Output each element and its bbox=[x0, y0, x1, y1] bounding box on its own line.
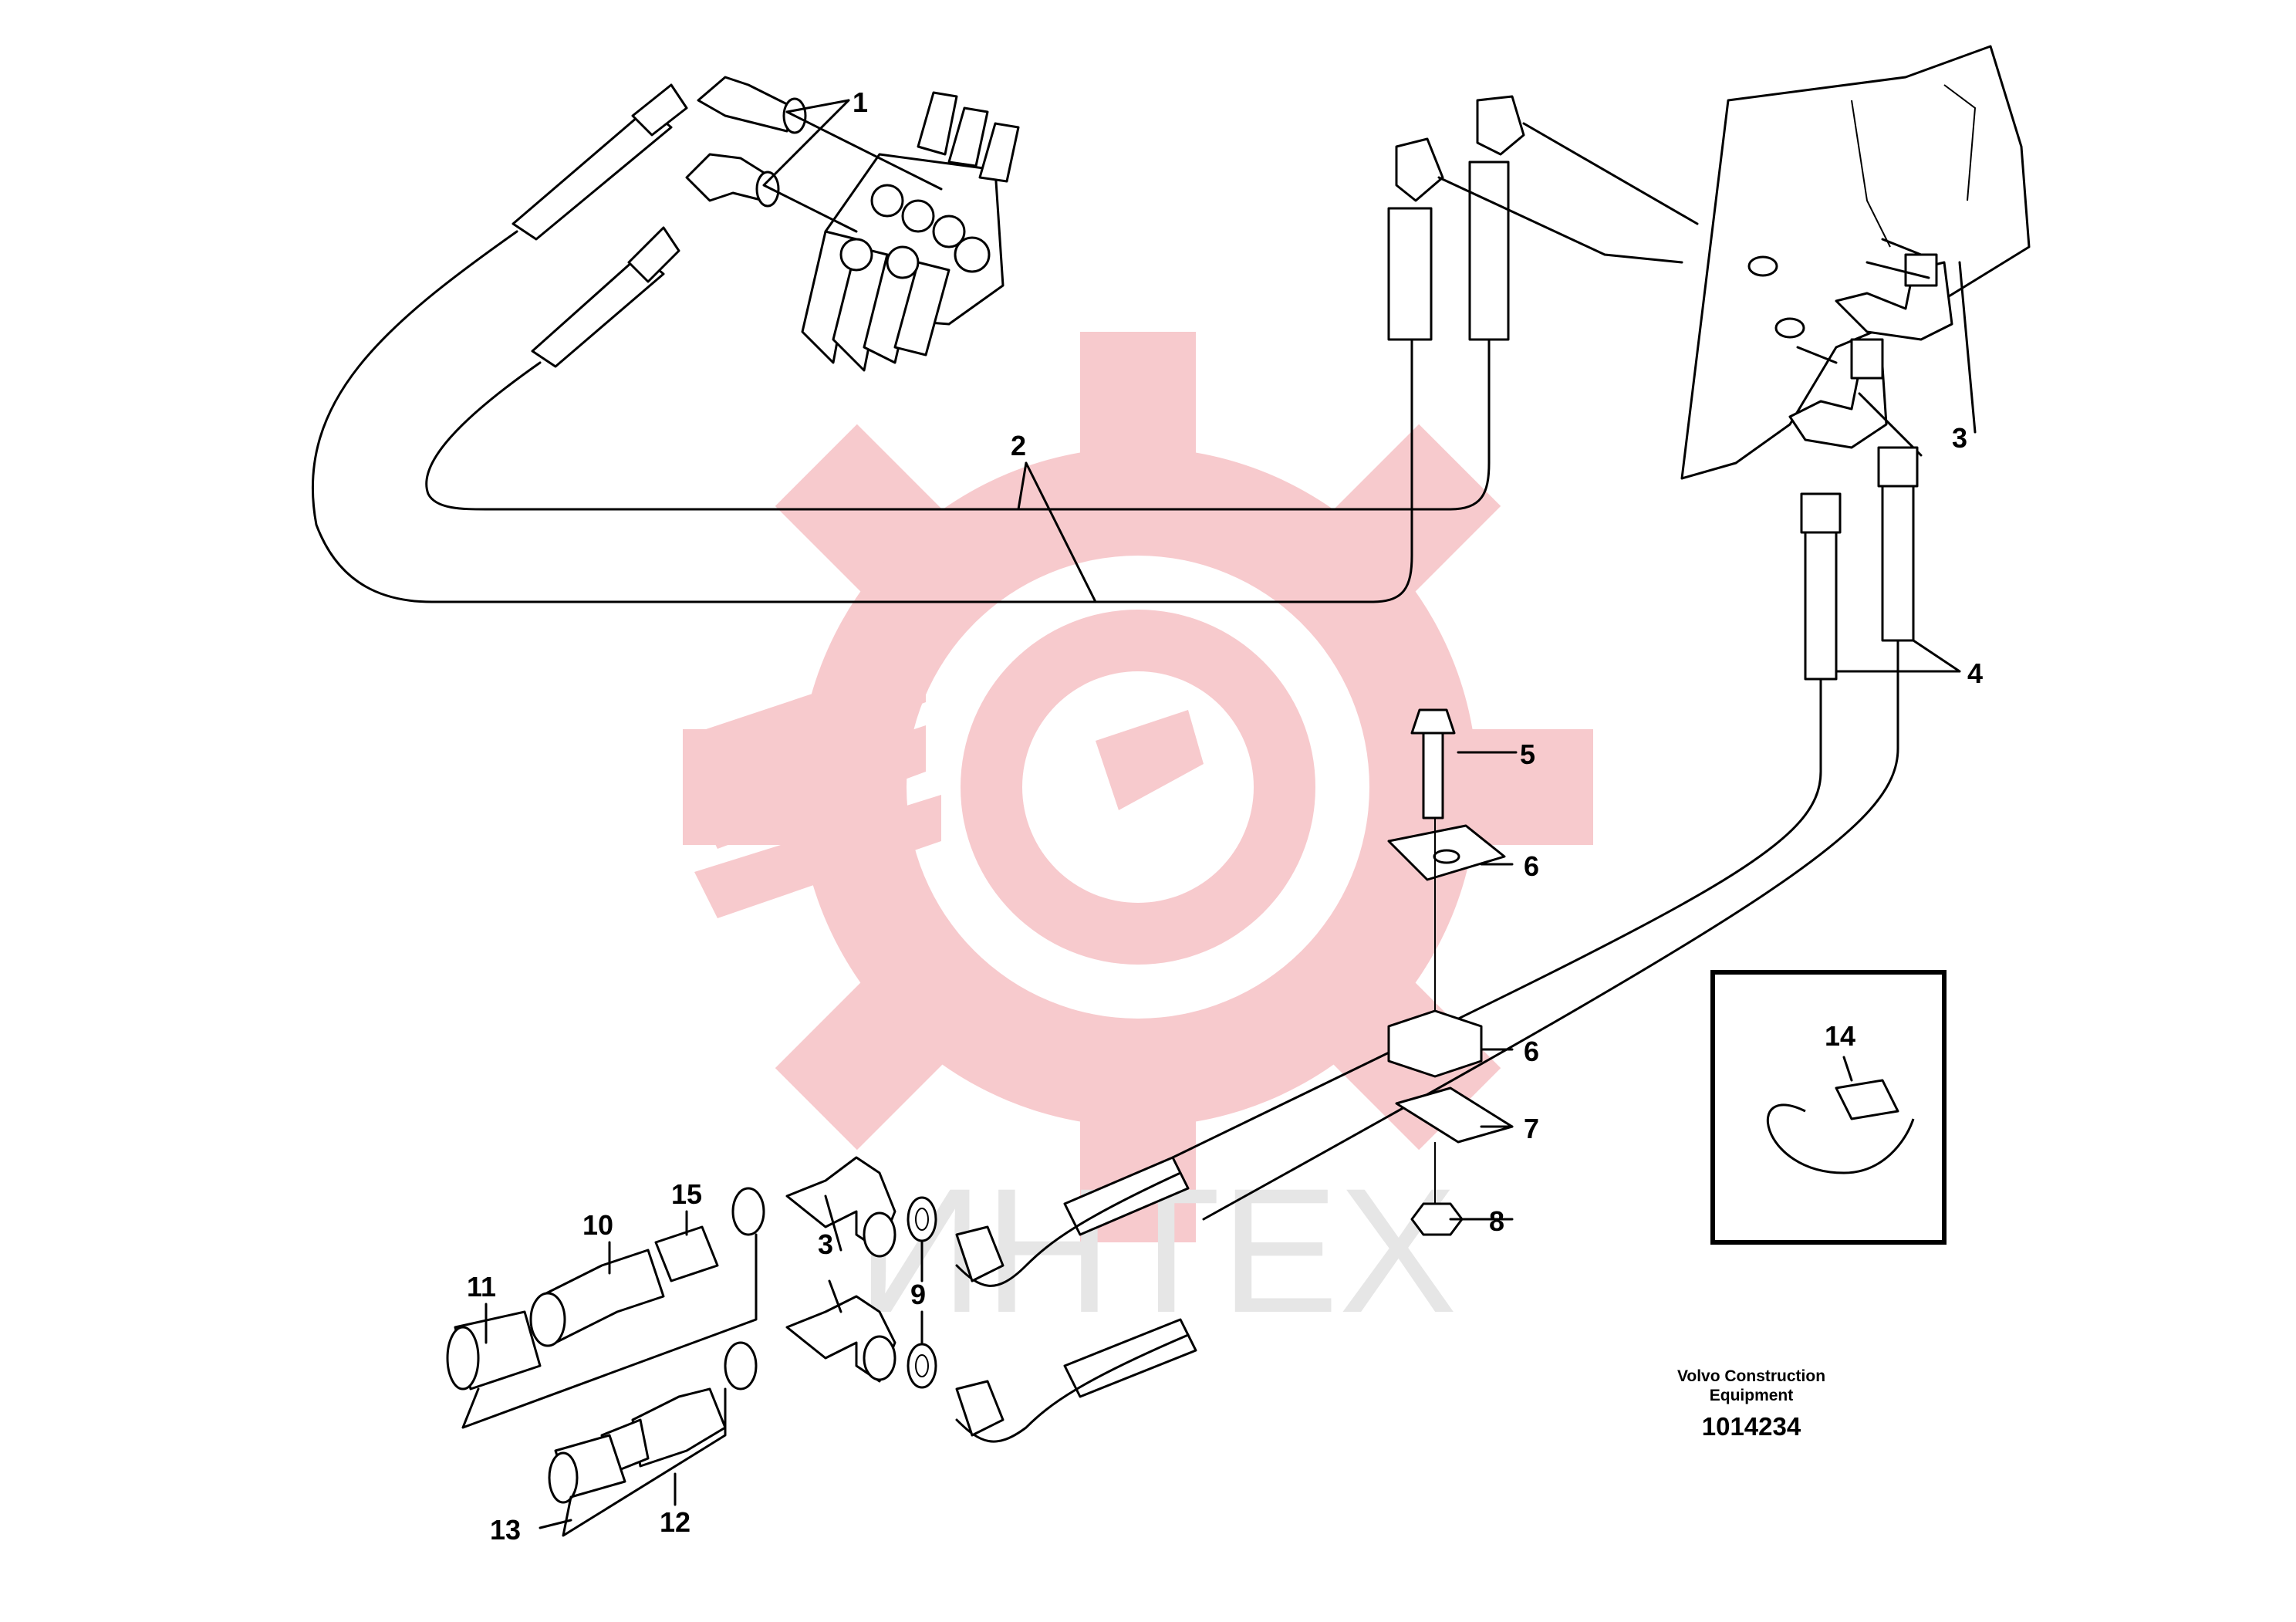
callout-3-lower: 3 bbox=[818, 1228, 833, 1260]
clamp-6-lower bbox=[1387, 1009, 1483, 1078]
elbow-3-lower-b bbox=[785, 1295, 896, 1383]
elbow-fitting-lower bbox=[685, 153, 780, 208]
callout-1: 1 bbox=[853, 86, 868, 118]
hose-pair-4 bbox=[1800, 446, 1919, 681]
o-ring-lower bbox=[724, 1341, 758, 1391]
coupling-12 bbox=[600, 1387, 727, 1475]
callout-14: 14 bbox=[1825, 1020, 1855, 1052]
cable-tie-14 bbox=[1766, 1079, 1915, 1174]
control-valve bbox=[801, 91, 1020, 372]
elbow-fitting-upper bbox=[697, 76, 807, 134]
caption-maker-line2: Equipment bbox=[1710, 1387, 1794, 1404]
hose-fitting-a bbox=[955, 1225, 1004, 1282]
callout-3-upper: 3 bbox=[1952, 422, 1967, 454]
washer-9-lower bbox=[907, 1343, 937, 1389]
nut-8 bbox=[1410, 1202, 1464, 1236]
coupling-10 bbox=[529, 1249, 665, 1347]
hose-end-middle-a bbox=[1387, 137, 1444, 341]
washer-9-upper bbox=[907, 1196, 937, 1242]
hose-fitting-b bbox=[955, 1380, 1004, 1437]
bolt-5 bbox=[1410, 708, 1456, 819]
callout-6-lower: 6 bbox=[1524, 1036, 1539, 1067]
o-ring-15-upper bbox=[731, 1187, 765, 1236]
callout-15: 15 bbox=[671, 1178, 702, 1210]
callout-9: 9 bbox=[910, 1279, 926, 1310]
callout-6-upper: 6 bbox=[1524, 850, 1539, 882]
hose-end-upper bbox=[512, 83, 688, 241]
elbow-3-lower-a bbox=[785, 1156, 896, 1258]
caption-maker-line1: Volvo Construction bbox=[1677, 1367, 1825, 1385]
callout-2: 2 bbox=[1011, 430, 1026, 461]
callout-13: 13 bbox=[490, 1514, 521, 1546]
hose-end-lower bbox=[531, 226, 680, 368]
dust-cap-13 bbox=[548, 1434, 626, 1504]
callout-8: 8 bbox=[1489, 1205, 1504, 1237]
hose-end-middle-b bbox=[1468, 95, 1525, 341]
elbow-fitting-right-b bbox=[1788, 338, 1888, 449]
frame-panel bbox=[1680, 45, 2031, 480]
inset-frame bbox=[1710, 970, 1947, 1245]
watermark-logo: ИНТЕХ bbox=[683, 332, 1593, 1350]
callout-4: 4 bbox=[1967, 657, 1983, 689]
callout-12: 12 bbox=[660, 1506, 690, 1538]
callout-5: 5 bbox=[1520, 738, 1535, 770]
dust-cap-11 bbox=[446, 1310, 542, 1391]
callout-10: 10 bbox=[582, 1209, 613, 1241]
elbow-fitting-right-a bbox=[1835, 253, 1953, 341]
callout-11: 11 bbox=[467, 1271, 496, 1303]
caption-number: 1014234 bbox=[1702, 1412, 1801, 1441]
plate-6-upper bbox=[1387, 824, 1506, 881]
callout-7: 7 bbox=[1524, 1113, 1539, 1144]
